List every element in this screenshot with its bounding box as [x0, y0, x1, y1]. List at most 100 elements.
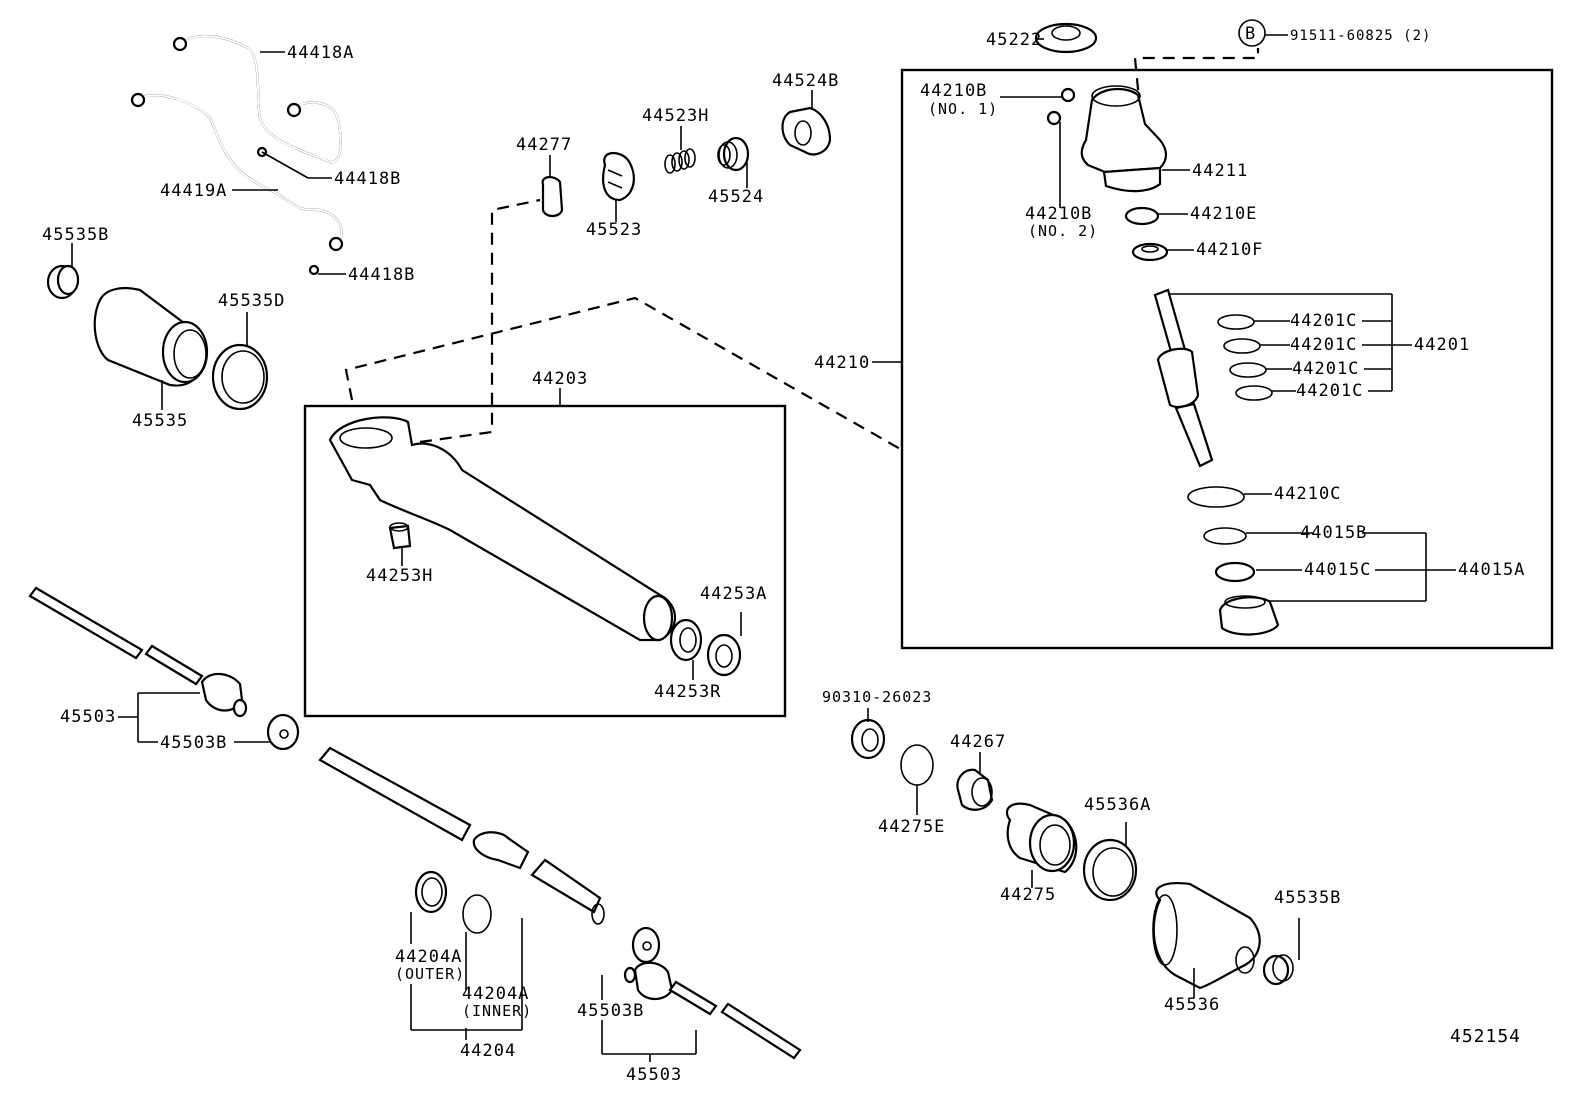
plug-44210B-no2[interactable] — [1046, 110, 1062, 126]
label-44419A: 44419A — [160, 181, 227, 201]
seal-44015C[interactable] — [1214, 561, 1256, 583]
label-45503-left: 45503 — [60, 707, 116, 727]
label-45535B-right: 45535B — [1274, 888, 1341, 908]
dashed-reference-lines — [344, 48, 1260, 451]
tube-leader-lines — [232, 51, 346, 275]
plug-44015A[interactable] — [1218, 595, 1280, 636]
leaders-44015A — [1246, 532, 1456, 602]
valve-reference-dash — [344, 296, 903, 451]
boot-45535[interactable] — [93, 286, 209, 387]
label-45503B-left: 45503B — [160, 733, 227, 753]
clamp-45535D[interactable] — [211, 343, 269, 411]
pressure-tube-44418A[interactable] — [172, 34, 342, 164]
pressure-tube-44419A[interactable] — [130, 92, 344, 252]
label-44418B-upper: 44418B — [334, 169, 401, 189]
leaders-45503-right — [601, 975, 697, 1062]
bearing-44210F[interactable] — [1131, 242, 1169, 262]
seal-44204A-outer[interactable] — [414, 870, 448, 914]
o-ring-44210C[interactable] — [1187, 486, 1245, 508]
label-44267: 44267 — [950, 732, 1006, 752]
label-44210B-no2-note: (NO. 2) — [1028, 222, 1098, 240]
bolt-reference-dash — [1133, 48, 1260, 111]
label-45535D: 45535D — [218, 291, 285, 311]
callout-letter-B: B — [1245, 24, 1256, 44]
label-44277: 44277 — [516, 135, 572, 155]
oil-seal-44253R[interactable] — [669, 618, 703, 662]
label-44201C-2: 44201C — [1290, 335, 1357, 355]
union-bolt-44418B-lower[interactable] — [308, 264, 320, 276]
label-44201C-4: 44201C — [1296, 381, 1363, 401]
valve-shaft-44201[interactable] — [1153, 288, 1214, 468]
dust-cover-45222[interactable] — [1034, 22, 1098, 54]
label-44204A-inner: 44204A — [462, 984, 529, 1004]
control-valve-group-box — [900, 68, 1554, 650]
yoke-reference-dash — [419, 198, 541, 444]
lock-washer-45503B-left[interactable] — [266, 713, 300, 751]
bushing-44253A[interactable] — [706, 633, 742, 677]
label-45535: 45535 — [132, 411, 188, 431]
label-44204A-outer-note: (OUTER) — [395, 965, 465, 983]
tie-rod-45503-right[interactable] — [623, 961, 802, 1060]
label-45535B-left: 45535B — [42, 225, 109, 245]
label-44210B-no2: 44210B — [1025, 204, 1092, 224]
label-44253R: 44253R — [654, 682, 721, 702]
callout-circle-B — [1238, 19, 1266, 47]
label-44204A-inner-note: (INNER) — [462, 1002, 532, 1020]
plug-44210B-no1[interactable] — [1060, 87, 1076, 103]
label-45524: 45524 — [708, 187, 764, 207]
label-44418A: 44418A — [287, 43, 354, 63]
label-44210B-no1-note: (NO. 1) — [928, 100, 998, 118]
spring-44523H[interactable] — [664, 148, 696, 174]
oil-seal-90310-26023[interactable] — [850, 718, 886, 760]
label-44275E: 44275E — [878, 817, 945, 837]
label-45536: 45536 — [1164, 995, 1220, 1015]
valve-housing-44211[interactable] — [1080, 85, 1168, 193]
bushing-44267[interactable] — [956, 768, 994, 811]
label-90310-26023: 90310-26023 — [822, 688, 932, 706]
label-44015B: 44015B — [1300, 523, 1367, 543]
rack-guide-spring-cap-45523[interactable] — [602, 152, 635, 202]
label-45536A: 45536A — [1084, 795, 1151, 815]
o-ring-44275E[interactable] — [900, 744, 934, 786]
rack-housing-44203[interactable] — [328, 416, 676, 642]
bushing-44253H[interactable] — [388, 522, 412, 550]
figure-number: 452154 — [1450, 1026, 1521, 1047]
label-44204: 44204 — [460, 1041, 516, 1061]
label-44203: 44203 — [532, 369, 588, 389]
seal-rings-44201C[interactable] — [1217, 314, 1273, 401]
clamp-45536A[interactable] — [1082, 838, 1138, 902]
rack-guide-44277[interactable] — [541, 176, 564, 218]
steering-rack[interactable] — [318, 746, 605, 925]
boot-45536[interactable] — [1152, 882, 1261, 990]
lock-nut-45524[interactable] — [717, 136, 750, 172]
label-45523: 45523 — [586, 220, 642, 240]
label-45503-right: 45503 — [626, 1065, 682, 1085]
boot-44275[interactable] — [1005, 802, 1078, 874]
label-45503B-right: 45503B — [577, 1001, 644, 1021]
clamp-45535B-right[interactable] — [1262, 954, 1294, 986]
label-44201: 44201 — [1414, 335, 1470, 355]
label-44210E: 44210E — [1190, 204, 1257, 224]
label-44524B: 44524B — [772, 71, 839, 91]
cover-44524B[interactable] — [781, 106, 832, 156]
tie-rod-45503-left[interactable] — [28, 586, 248, 718]
lock-washer-45503B-right[interactable] — [631, 926, 661, 964]
label-44015A: 44015A — [1458, 560, 1525, 580]
label-44210: 44210 — [814, 353, 870, 373]
clamp-45535B-left[interactable] — [46, 264, 80, 300]
label-44253A: 44253A — [700, 584, 767, 604]
leaders-45503-left — [118, 692, 270, 743]
o-ring-44015B[interactable] — [1203, 527, 1247, 545]
label-44015C: 44015C — [1304, 560, 1371, 580]
seal-44204A-inner[interactable] — [462, 894, 492, 934]
oil-seal-44210E[interactable] — [1124, 206, 1160, 226]
label-44204A-outer: 44204A — [395, 947, 462, 967]
label-44211: 44211 — [1192, 161, 1248, 181]
label-44201C-1: 44201C — [1290, 311, 1357, 331]
leaders-44201 — [1168, 293, 1412, 392]
rack-housing-group-box — [303, 404, 787, 718]
label-44201C-3: 44201C — [1292, 359, 1359, 379]
label-44210F: 44210F — [1196, 240, 1263, 260]
label-45222: 45222 — [986, 30, 1042, 50]
